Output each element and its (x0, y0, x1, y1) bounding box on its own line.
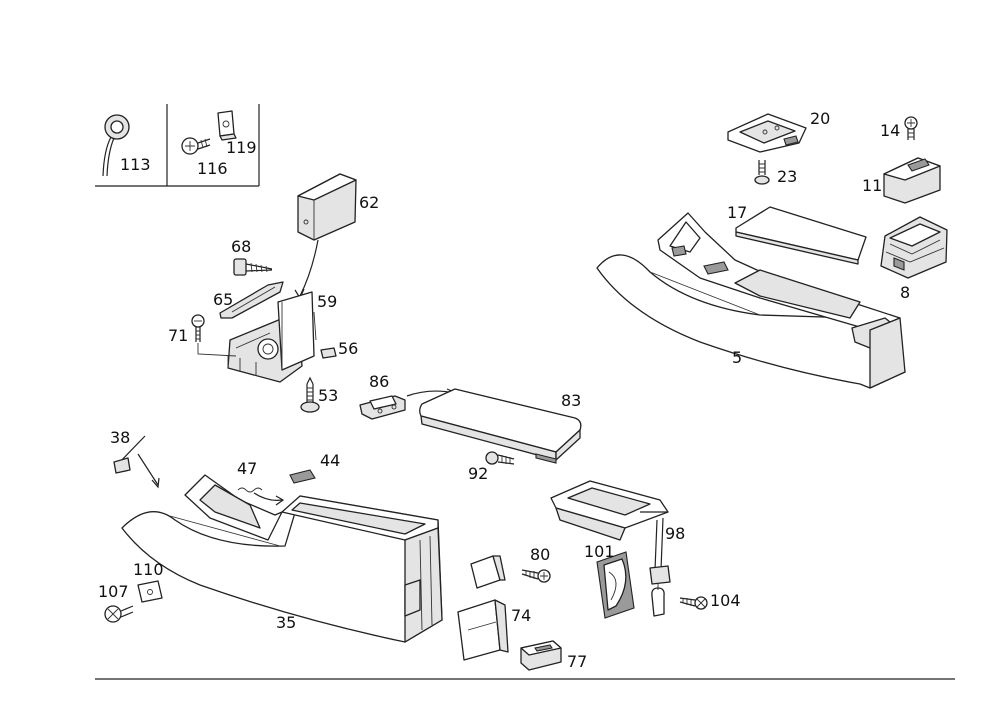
label-104: 104 (710, 591, 741, 610)
part-104-screw[interactable] (679, 596, 708, 610)
part-11-cap[interactable] (883, 157, 941, 204)
label-11: 11 (862, 176, 882, 195)
arrow-38 (137, 453, 159, 486)
label-101: 101 (584, 542, 615, 561)
label-65: 65 (213, 290, 233, 309)
part-116-screw[interactable] (181, 137, 211, 155)
label-74: 74 (511, 606, 531, 625)
part-23-screw[interactable] (754, 160, 770, 185)
part-98-tray[interactable] (550, 480, 671, 617)
label-62: 62 (359, 193, 379, 212)
leader-71 (197, 343, 237, 357)
label-44: 44 (320, 451, 340, 470)
part-74-insert[interactable] (457, 555, 509, 661)
part-86-hinge[interactable] (359, 395, 406, 420)
part-17-pad[interactable] (735, 206, 867, 265)
part-80-screw[interactable] (521, 569, 551, 583)
label-113: 113 (120, 155, 151, 174)
label-107: 107 (98, 582, 129, 601)
label-80: 80 (530, 545, 550, 564)
leader-59 (313, 311, 317, 341)
label-98: 98 (665, 524, 685, 543)
label-110: 110 (133, 560, 164, 579)
label-119: 119 (226, 138, 257, 157)
part-110-clip[interactable] (137, 580, 163, 603)
part-35-console[interactable] (121, 474, 443, 643)
part-56-clip[interactable] (320, 347, 337, 359)
label-38: 38 (110, 428, 130, 447)
label-92: 92 (468, 464, 488, 483)
arrow-62 (299, 239, 319, 297)
label-77: 77 (567, 652, 587, 671)
label-23: 23 (777, 167, 797, 186)
label-68: 68 (231, 237, 251, 256)
label-17: 17 (727, 203, 747, 222)
label-20: 20 (810, 109, 830, 128)
label-59: 59 (317, 292, 337, 311)
label-83: 83 (561, 391, 581, 410)
part-77-block[interactable] (520, 640, 562, 671)
part-65-cover[interactable] (219, 281, 284, 319)
label-56: 56 (338, 339, 358, 358)
label-8: 8 (900, 283, 910, 302)
part-83-armrest[interactable] (419, 388, 582, 464)
label-53: 53 (318, 386, 338, 405)
part-59-housing[interactable] (227, 291, 315, 383)
part-113-grommet[interactable] (102, 114, 130, 177)
part-38-pin[interactable] (113, 435, 146, 474)
label-14: 14 (880, 121, 900, 140)
part-71-screw[interactable] (191, 314, 205, 342)
part-68-screw[interactable] (233, 258, 273, 276)
part-47-spring[interactable] (237, 487, 263, 493)
label-116: 116 (197, 159, 228, 178)
arrow-47 (253, 492, 283, 501)
part-119-clip[interactable] (217, 110, 237, 141)
part-62-bracket[interactable] (297, 173, 357, 241)
inset-box (95, 104, 260, 187)
part-53-bolt[interactable] (300, 376, 320, 413)
label-86: 86 (369, 372, 389, 391)
part-107-screw[interactable] (104, 605, 134, 623)
part-5-console[interactable] (596, 212, 906, 389)
label-35: 35 (276, 613, 296, 632)
part-20-bracket[interactable] (727, 113, 807, 153)
part-8-housing[interactable] (880, 216, 948, 279)
label-5: 5 (732, 348, 742, 367)
part-44-pad[interactable] (289, 469, 316, 484)
part-14-screw[interactable] (904, 116, 918, 140)
label-71: 71 (168, 326, 188, 345)
label-47: 47 (237, 459, 257, 478)
part-101-cupholder[interactable] (596, 551, 635, 619)
part-92-screw[interactable] (485, 451, 515, 465)
